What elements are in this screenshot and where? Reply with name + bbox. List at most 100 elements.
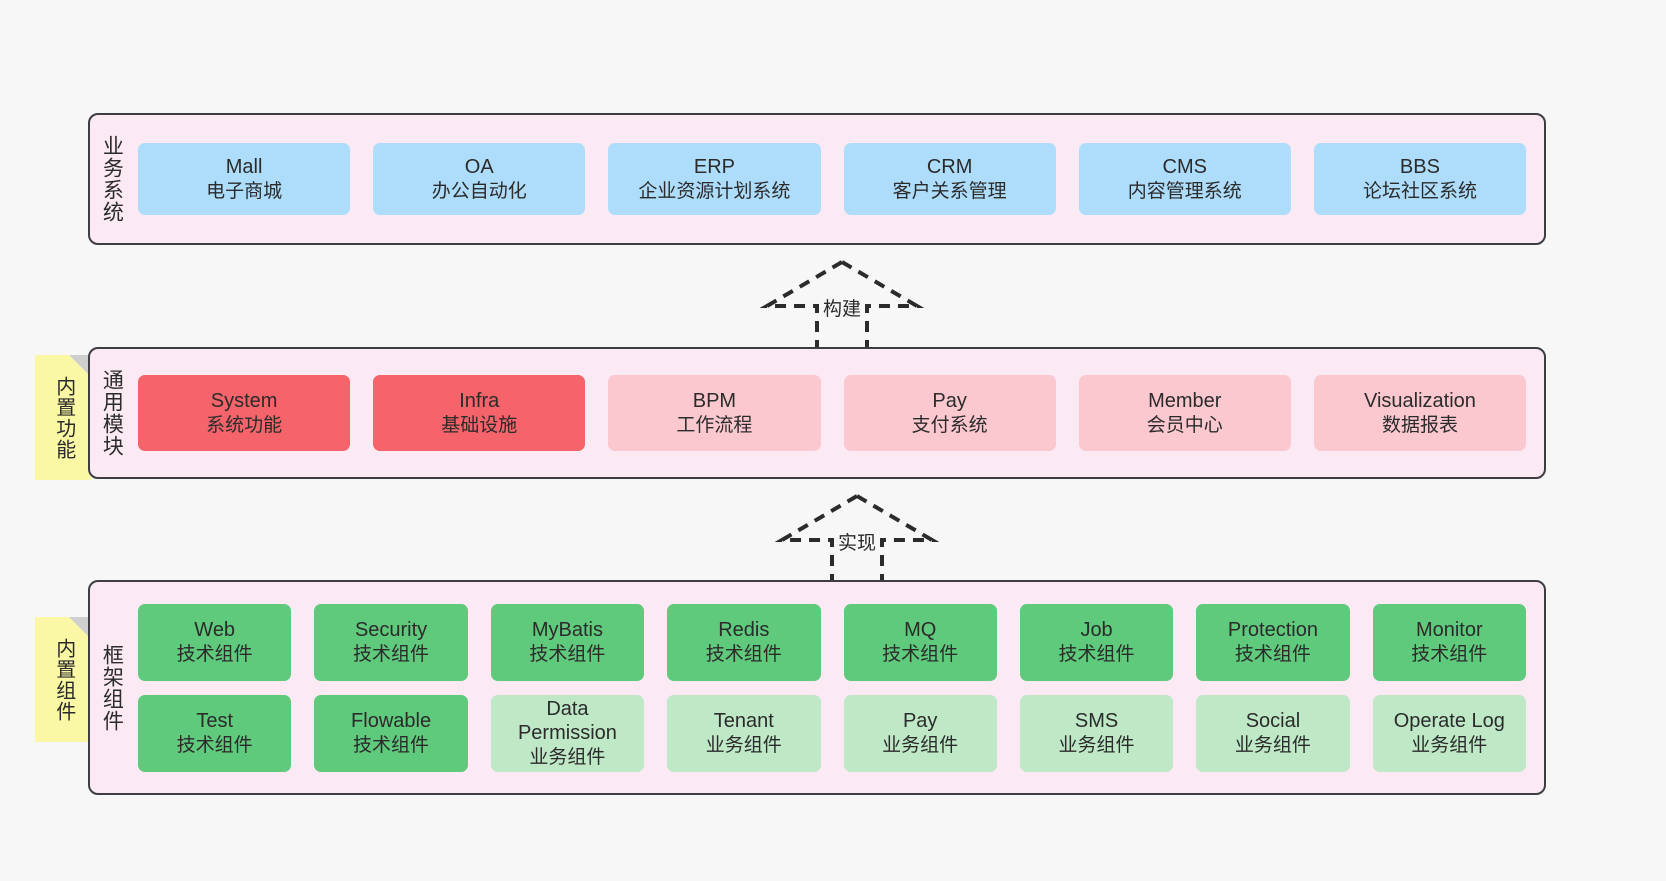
card-title: BBS: [1399, 156, 1440, 179]
card-title: Security: [354, 619, 428, 642]
card-subtitle: 业务组件: [1411, 734, 1488, 756]
card-title: Operate Log: [1393, 710, 1505, 733]
card-subtitle: 技术组件: [176, 643, 253, 665]
card-title: MQ: [904, 619, 937, 642]
card-pay-component[interactable]: Pay 业务组件: [843, 694, 997, 772]
card-mybatis[interactable]: MyBatis 技术组件: [490, 603, 645, 681]
card-subtitle: 业务组件: [529, 746, 606, 768]
card-title: Test: [196, 710, 234, 733]
card-subtitle: 电子商城: [206, 180, 283, 202]
card-subtitle: 办公自动化: [431, 180, 527, 202]
card-title: Tenant: [713, 710, 774, 733]
card-subtitle: 技术组件: [1058, 643, 1135, 665]
card-data-permission[interactable]: Data Permission 业务组件: [490, 694, 645, 772]
card-social[interactable]: Social 业务组件: [1196, 694, 1350, 772]
card-title: Redis: [718, 619, 770, 642]
card-test[interactable]: Test 技术组件: [138, 694, 292, 772]
card-title: Social: [1245, 710, 1301, 733]
card-job[interactable]: Job 技术组件: [1019, 603, 1174, 681]
card-sms[interactable]: SMS 业务组件: [1019, 694, 1174, 772]
card-security[interactable]: Security 技术组件: [314, 603, 468, 681]
card-oa[interactable]: OA 办公自动化: [373, 143, 586, 215]
card-erp[interactable]: ERP 企业资源计划系统: [608, 143, 821, 215]
card-mq[interactable]: MQ 技术组件: [843, 603, 997, 681]
card-tenant[interactable]: Tenant 业务组件: [667, 694, 821, 772]
layer-label-business-system: 业务系统: [100, 135, 124, 223]
card-subtitle: 基础设施: [441, 414, 518, 436]
card-subtitle: 论坛社区系统: [1362, 180, 1477, 202]
card-title: Member: [1148, 390, 1222, 413]
card-title: Mall: [225, 156, 263, 179]
layer-framework-components: 框架组件 Web 技术组件 Security 技术组件 MyBatis 技术组件…: [88, 580, 1546, 795]
layer-business-system: 业务系统 Mall 电子商城 OA 办公自动化 ERP 企业资源计划系统 CRM: [88, 113, 1546, 245]
card-title: Flowable: [351, 710, 432, 733]
card-subtitle: 技术组件: [705, 643, 782, 665]
card-title: CRM: [926, 156, 973, 179]
card-subtitle: 业务组件: [705, 734, 782, 756]
card-subtitle: 业务组件: [1058, 734, 1135, 756]
note-builtin-features: 内置功能: [35, 355, 91, 480]
card-pay-module[interactable]: Pay 支付系统: [843, 375, 1056, 451]
card-title-line2: Permission: [517, 722, 617, 745]
layer-label-common-modules: 通用模块: [100, 369, 124, 457]
card-title: MyBatis: [531, 619, 603, 642]
card-title: Web: [194, 619, 236, 642]
card-subtitle: 技术组件: [1411, 643, 1488, 665]
card-subtitle: 会员中心: [1146, 414, 1223, 436]
card-title: System: [210, 390, 278, 413]
card-title: Pay: [902, 710, 938, 733]
arrow-head-right-side: [855, 494, 940, 592]
card-member[interactable]: Member 会员中心: [1078, 375, 1291, 451]
layer-body-business-system: Mall 电子商城 OA 办公自动化 ERP 企业资源计划系统 CRM 客户关系…: [132, 115, 1544, 243]
card-operate-log[interactable]: Operate Log 业务组件: [1372, 694, 1526, 772]
card-crm[interactable]: CRM 客户关系管理: [843, 143, 1056, 215]
card-bbs[interactable]: BBS 论坛社区系统: [1313, 143, 1527, 215]
card-title: Job: [1080, 619, 1113, 642]
card-subtitle: 支付系统: [911, 414, 988, 436]
business-card-row: Mall 电子商城 OA 办公自动化 ERP 企业资源计划系统 CRM 客户关系…: [138, 143, 1527, 215]
card-cms[interactable]: CMS 内容管理系统: [1078, 143, 1291, 215]
card-title: SMS: [1074, 710, 1119, 733]
card-title: CMS: [1162, 156, 1207, 179]
layer-label-framework-components: 框架组件: [100, 643, 124, 732]
card-subtitle: 技术组件: [1234, 643, 1311, 665]
card-title: Data: [546, 698, 589, 721]
card-subtitle: 工作流程: [676, 414, 753, 436]
card-subtitle: 技术组件: [529, 643, 606, 665]
modules-card-row: System 系统功能 Infra 基础设施 BPM 工作流程 Pay 支付系统…: [138, 375, 1527, 451]
card-subtitle: 技术组件: [353, 643, 430, 665]
card-protection[interactable]: Protection 技术组件: [1196, 603, 1350, 681]
card-web[interactable]: Web 技术组件: [138, 603, 292, 681]
card-infra[interactable]: Infra 基础设施: [373, 375, 586, 451]
card-subtitle: 技术组件: [882, 643, 959, 665]
arrow-build: 构建: [757, 258, 927, 358]
card-subtitle: 内容管理系统: [1127, 180, 1242, 202]
card-mall[interactable]: Mall 电子商城: [138, 143, 351, 215]
card-redis[interactable]: Redis 技术组件: [667, 603, 821, 681]
arrow-head-right-side: [840, 260, 925, 358]
card-title: ERP: [693, 156, 735, 179]
card-title: Monitor: [1415, 619, 1483, 642]
card-subtitle: 客户关系管理: [892, 180, 1007, 202]
card-title: Pay: [932, 390, 967, 413]
card-subtitle: 技术组件: [353, 734, 430, 756]
card-subtitle: 系统功能: [206, 414, 283, 436]
card-flowable[interactable]: Flowable 技术组件: [314, 694, 468, 772]
arrow-head-left-side: [774, 494, 859, 592]
card-visualization[interactable]: Visualization 数据报表: [1313, 375, 1527, 451]
note-builtin-features-label: 内置功能: [52, 375, 75, 460]
arrow-implement: 实现: [772, 492, 942, 592]
card-subtitle: 数据报表: [1381, 414, 1458, 436]
card-monitor[interactable]: Monitor 技术组件: [1372, 603, 1526, 681]
card-subtitle: 企业资源计划系统: [638, 180, 791, 202]
card-subtitle: 技术组件: [176, 734, 253, 756]
card-title: BPM: [692, 390, 737, 413]
card-title: OA: [464, 156, 494, 179]
card-subtitle: 业务组件: [882, 734, 959, 756]
card-system[interactable]: System 系统功能: [138, 375, 351, 451]
card-subtitle: 业务组件: [1234, 734, 1311, 756]
card-bpm[interactable]: BPM 工作流程: [608, 375, 821, 451]
layer-body-framework-components: Web 技术组件 Security 技术组件 MyBatis 技术组件 Redi…: [132, 582, 1544, 793]
layer-body-common-modules: System 系统功能 Infra 基础设施 BPM 工作流程 Pay 支付系统…: [132, 349, 1544, 477]
